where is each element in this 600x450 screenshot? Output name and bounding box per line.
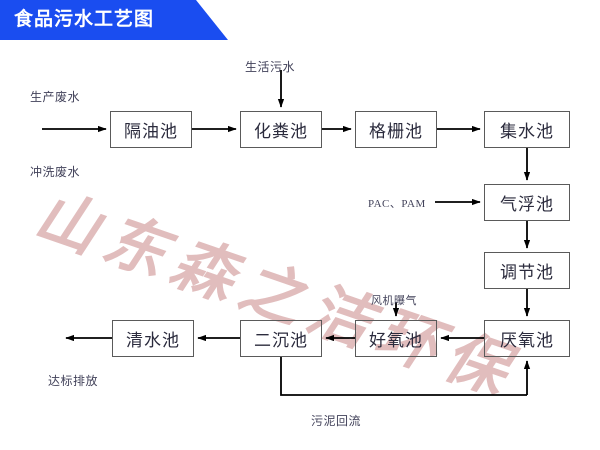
label-shenghuo-wushui: 生活污水 xyxy=(245,60,296,74)
process-box-gezhachi[interactable]: 格栅池 xyxy=(355,111,437,148)
process-box-qifuchi[interactable]: 气浮池 xyxy=(484,184,570,221)
process-box-yanyangchi[interactable]: 厌氧池 xyxy=(484,320,570,357)
process-box-geyouchi[interactable]: 隔油池 xyxy=(110,111,192,148)
process-box-jishuichi[interactable]: 集水池 xyxy=(484,111,570,148)
page-title: 食品污水工艺图 xyxy=(14,9,155,30)
process-box-huafenchi[interactable]: 化粪池 xyxy=(240,111,322,148)
label-dabiao-paifang: 达标排放 xyxy=(48,374,99,388)
process-box-erchenchi[interactable]: 二沉池 xyxy=(240,320,322,357)
label-chongxi-feishui: 冲洗废水 xyxy=(30,165,81,179)
label-shengchan-feishui: 生产废水 xyxy=(30,90,81,104)
process-box-haoyangchi[interactable]: 好氧池 xyxy=(355,320,437,357)
process-box-tiaojiechi[interactable]: 调节池 xyxy=(484,252,570,289)
label-pac-pam: PAC、PAM xyxy=(368,198,426,210)
process-box-qingshuichi[interactable]: 清水池 xyxy=(112,320,194,357)
title-banner xyxy=(0,0,228,40)
label-fengji-baoqi: 风机曝气 xyxy=(371,295,417,307)
label-wuni-huiliu: 污泥回流 xyxy=(311,414,362,428)
